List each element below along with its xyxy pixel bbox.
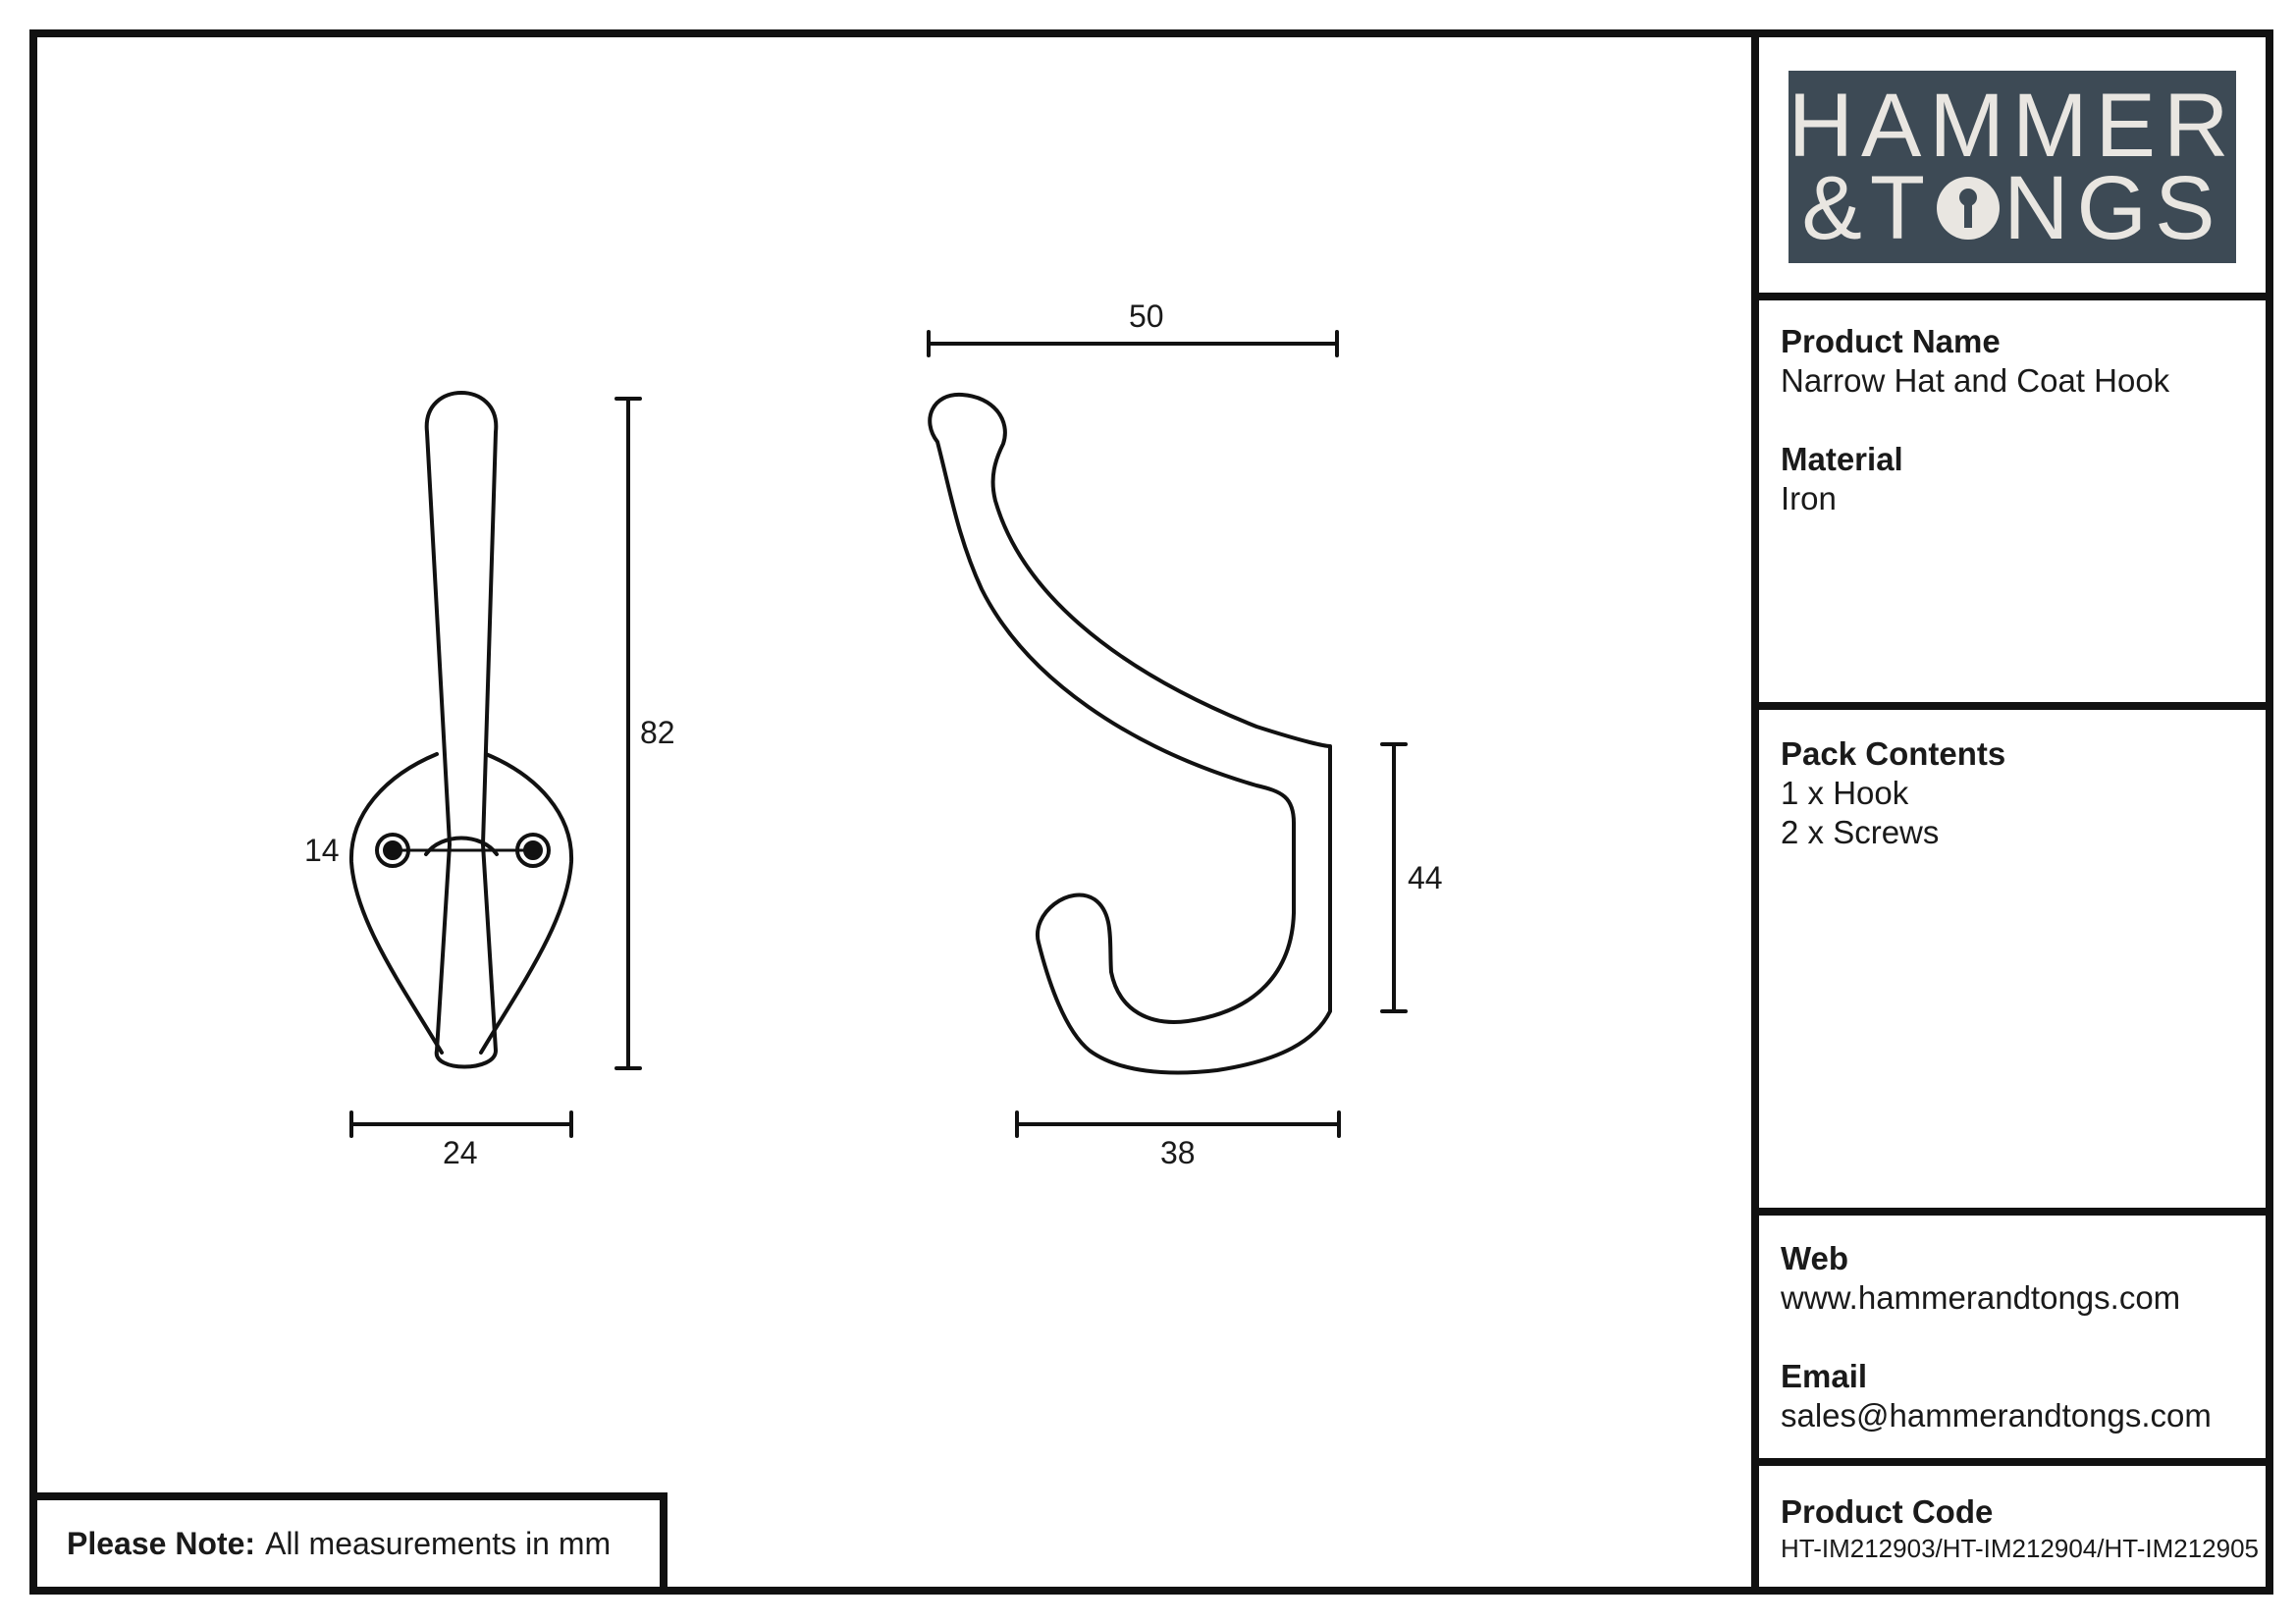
pack-contents-label: Pack Contents xyxy=(1781,735,2006,772)
product-name-label: Product Name xyxy=(1781,323,2001,359)
divider-logo xyxy=(1757,293,2273,300)
technical-drawing xyxy=(348,330,1408,1138)
logo-line-2: &T NGS xyxy=(1801,158,2223,258)
product-name-value: Narrow Hat and Coat Hook xyxy=(1781,362,2170,399)
divider-pack xyxy=(1757,1208,2273,1216)
keyhole-icon xyxy=(1937,177,2001,240)
measurement-note: Please Note: All measurements in mm xyxy=(29,1492,667,1595)
side-depth-label: 50 xyxy=(1129,298,1164,334)
contact-panel: Web www.hammerandtongs.com Email sales@h… xyxy=(1757,1239,2273,1435)
screw-spacing-label: 14 xyxy=(304,833,340,868)
side-hook-height-label: 44 xyxy=(1408,860,1443,895)
pack-contents-panel: Pack Contents 1 x Hook 2 x Screws xyxy=(1757,734,2273,852)
product-code-label: Product Code xyxy=(1781,1493,1994,1530)
side-bottom-width-label: 38 xyxy=(1160,1135,1196,1170)
side-hook-profile xyxy=(928,392,1332,1075)
front-hook-shank xyxy=(424,391,499,1069)
product-info-panel: Product Name Narrow Hat and Coat Hook Ma… xyxy=(1757,322,2273,518)
product-code-panel: Product Code HT-IM212903/HT-IM212904/HT-… xyxy=(1757,1492,2273,1565)
note-text: All measurements in mm xyxy=(265,1525,612,1561)
drawing-frame xyxy=(29,29,2273,1595)
note-label: Please Note: xyxy=(67,1525,256,1561)
front-height-label: 82 xyxy=(640,715,675,750)
material-label: Material xyxy=(1781,441,1903,477)
hammer-and-tongs-logo: HAMMER &T NGS xyxy=(1789,71,2236,263)
front-backplate-outline xyxy=(348,752,574,1055)
material-value: Iron xyxy=(1781,480,1837,516)
product-code-value: HT-IM212903/HT-IM212904/HT-IM212905 xyxy=(1781,1534,2260,1563)
logo-line-1: HAMMER xyxy=(1788,76,2237,176)
pack-item: 1 x Hook xyxy=(1781,775,1909,811)
divider-contact xyxy=(1757,1458,2273,1466)
front-hook-arm xyxy=(424,836,499,856)
divider-material xyxy=(1757,702,2273,710)
logo-line-2-prefix: &T xyxy=(1801,158,1934,258)
web-link[interactable]: www.hammerandtongs.com xyxy=(1781,1279,2181,1316)
web-label: Web xyxy=(1781,1240,1849,1276)
logo-line-2-suffix: NGS xyxy=(2003,158,2223,258)
pack-item: 2 x Screws xyxy=(1781,814,1940,850)
sidebar-divider xyxy=(1751,29,1759,1595)
email-label: Email xyxy=(1781,1358,1868,1394)
front-width-label: 24 xyxy=(443,1135,478,1170)
email-link[interactable]: sales@hammerandtongs.com xyxy=(1781,1397,2212,1434)
